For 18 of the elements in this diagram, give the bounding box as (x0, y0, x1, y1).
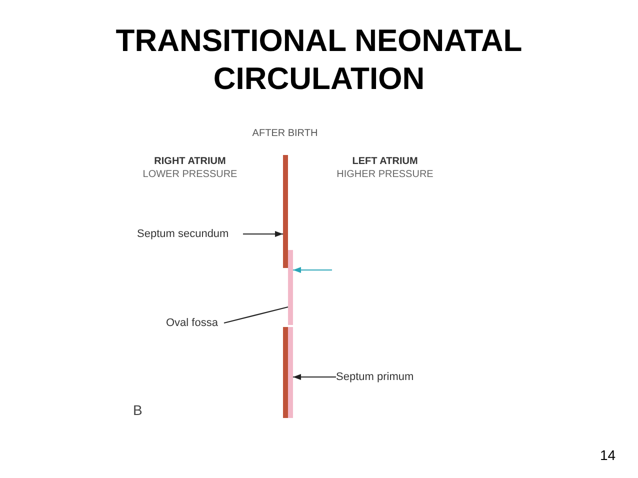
region-label: RIGHT ATRIUM (154, 156, 226, 167)
arrow (243, 231, 283, 237)
arrow (293, 374, 336, 380)
arrow (293, 267, 332, 273)
region-label: HIGHER PRESSURE (336, 169, 434, 180)
slide-title: TRANSITIONAL NEONATAL CIRCULATION (114, 22, 524, 98)
panel-heading: AFTER BIRTH (252, 128, 318, 139)
leader-line (224, 306, 288, 324)
region-label: LOWER PRESSURE (142, 169, 238, 180)
structure-label: Septum secundum (137, 227, 243, 241)
region-label: LEFT ATRIUM (352, 156, 418, 167)
oval-fossa-bar (288, 250, 293, 325)
structure-label: Septum primum (336, 370, 426, 384)
septum-secundum-bar (283, 155, 288, 268)
structure-label: Oval fossa (166, 316, 224, 330)
septum-primum-bar (283, 327, 293, 418)
panel-letter: B (133, 402, 142, 418)
page-number: 14 (600, 447, 616, 463)
